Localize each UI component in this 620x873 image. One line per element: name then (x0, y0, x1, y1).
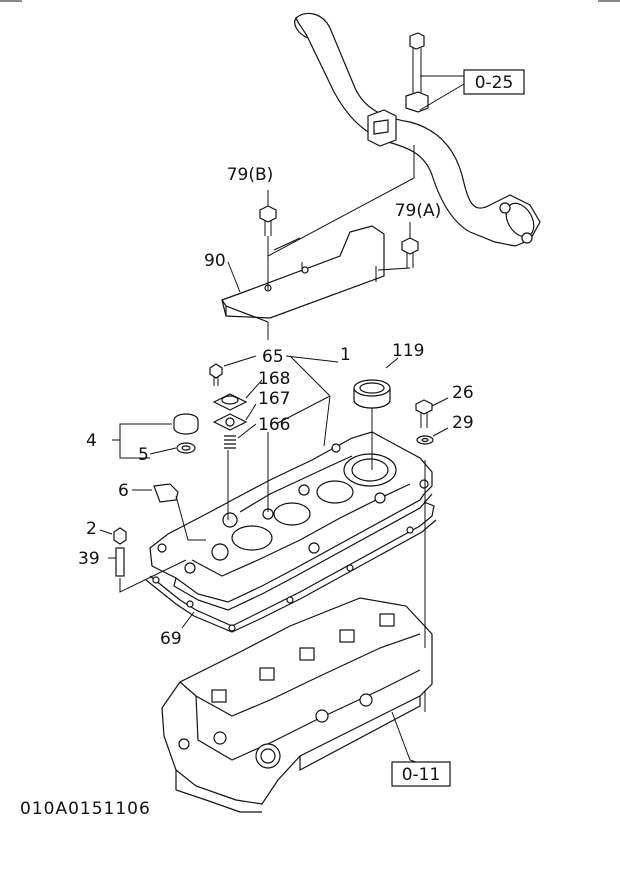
label-119: 119 (392, 341, 424, 361)
valve-group: 65 168 167 166 1 (209, 345, 351, 520)
cylinder-head (161, 597, 433, 813)
label-79b: 79(B) (227, 165, 274, 185)
ref-0-11-label: 0-11 (402, 765, 441, 785)
ref-0-25: 0-25 (419, 69, 525, 111)
label-1: 1 (340, 345, 351, 365)
label-168: 168 (258, 369, 290, 389)
ref-0-25-label: 0-25 (475, 73, 514, 93)
nut-2-stud-39: 2 39 (78, 519, 187, 593)
label-39: 39 (78, 549, 100, 569)
label-90: 90 (204, 251, 226, 271)
connector-6: 6 (118, 481, 206, 541)
label-5: 5 (138, 445, 149, 465)
label-69: 69 (160, 629, 182, 649)
bolt-26: 26 (415, 383, 474, 428)
ref-0-11: 0-11 (391, 711, 451, 787)
bolt-79b: 79(B) (227, 165, 277, 290)
diagram-code: 010A0151106 (20, 799, 151, 819)
label-6: 6 (118, 481, 129, 501)
oil-cap-119: 119 (353, 341, 424, 470)
label-4: 4 (86, 431, 97, 451)
label-26: 26 (452, 383, 474, 403)
label-167: 167 (258, 389, 290, 409)
washer-29: 29 (416, 413, 474, 445)
gasket-69 (145, 501, 437, 633)
label-2: 2 (86, 519, 97, 539)
label-79a: 79(A) (395, 201, 442, 221)
label-65: 65 (262, 347, 284, 367)
label-29: 29 (452, 413, 474, 433)
label-166: 166 (258, 415, 290, 435)
breather-pipe (294, 12, 541, 247)
head-cover (149, 431, 433, 611)
bolt-79a: 79(A) (377, 201, 442, 271)
plate-90 (221, 225, 385, 323)
grommet-4-5: 4 5 (86, 413, 199, 465)
